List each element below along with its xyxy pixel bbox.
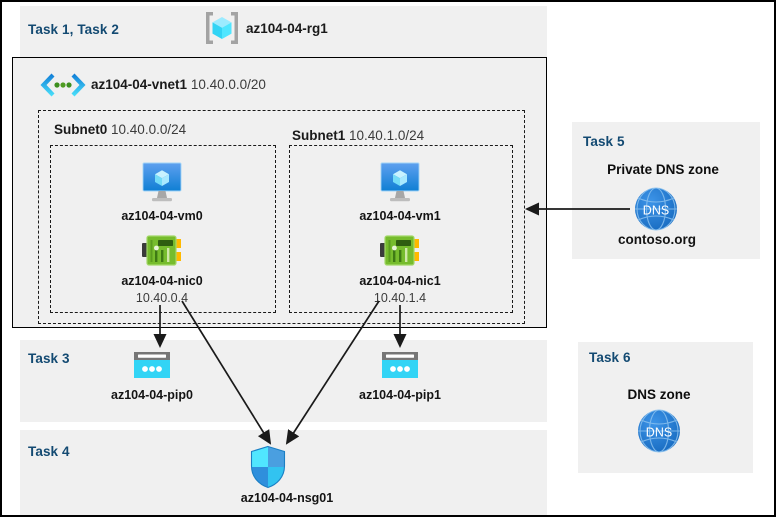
subnet1-cidr: 10.40.1.0/24 xyxy=(349,128,425,143)
dns-icon-text: DNS xyxy=(646,426,672,440)
subnet1-header: Subnet1 10.40.1.0/24 xyxy=(292,128,424,143)
task-label-1-2: Task 1, Task 2 xyxy=(28,22,119,37)
public-ip-panel xyxy=(20,340,547,422)
public-ip-address-icon xyxy=(380,350,420,384)
subnet0-name: Subnet0 xyxy=(54,122,108,137)
vm0-label: az104-04-vm0 xyxy=(121,209,203,223)
task-label-6: Task 6 xyxy=(589,350,631,365)
subnets-container xyxy=(38,110,525,324)
virtual-network-name: az104-04-vnet1 xyxy=(91,77,188,92)
private-dns-zone-title: Private DNS zone xyxy=(607,162,719,177)
network-interface-icon xyxy=(379,233,421,269)
virtual-network-cidr: 10.40.0.0/20 xyxy=(190,77,266,92)
network-interface-icon xyxy=(141,233,183,269)
nic1-ip: 10.40.1.4 xyxy=(373,291,427,305)
pip0-label: az104-04-pip0 xyxy=(111,388,193,402)
subnet1-box xyxy=(289,145,513,313)
subnet0-box xyxy=(50,145,276,313)
task-label-3: Task 3 xyxy=(28,351,70,366)
private-dns-zone-name: contoso.org xyxy=(618,232,696,247)
virtual-network-icon xyxy=(40,72,86,98)
virtual-machine-icon xyxy=(138,162,186,204)
public-ip-address-icon xyxy=(132,350,172,384)
task-label-4: Task 4 xyxy=(28,444,70,459)
dns-zone-icon: DNS xyxy=(633,186,679,232)
vm1-label: az104-04-vm1 xyxy=(359,209,441,223)
dns-zone-title: DNS zone xyxy=(627,387,691,402)
resource-group-name: az104-04-rg1 xyxy=(246,21,328,36)
virtual-network-header: az104-04-vnet1 10.40.0.0/20 xyxy=(91,77,266,92)
nic0-label: az104-04-nic0 xyxy=(121,274,203,288)
dns-zone-icon: DNS xyxy=(636,408,682,454)
resource-group-name-text: az104-04-rg1 xyxy=(246,21,328,36)
dns-icon-text: DNS xyxy=(643,204,669,218)
pip1-label: az104-04-pip1 xyxy=(359,388,441,402)
nsg-label: az104-04-nsg01 xyxy=(240,491,334,505)
virtual-machine-icon xyxy=(376,162,424,204)
nic0-ip: 10.40.0.4 xyxy=(135,291,189,305)
network-security-group-icon xyxy=(249,445,287,489)
virtual-network-box xyxy=(12,57,547,328)
subnet0-cidr: 10.40.0.0/24 xyxy=(111,122,187,137)
nic1-label: az104-04-nic1 xyxy=(359,274,441,288)
subnet0-header: Subnet0 10.40.0.0/24 xyxy=(54,122,186,137)
task-label-5: Task 5 xyxy=(583,134,625,149)
resource-group-icon xyxy=(203,9,241,47)
subnet1-name: Subnet1 xyxy=(292,128,346,143)
